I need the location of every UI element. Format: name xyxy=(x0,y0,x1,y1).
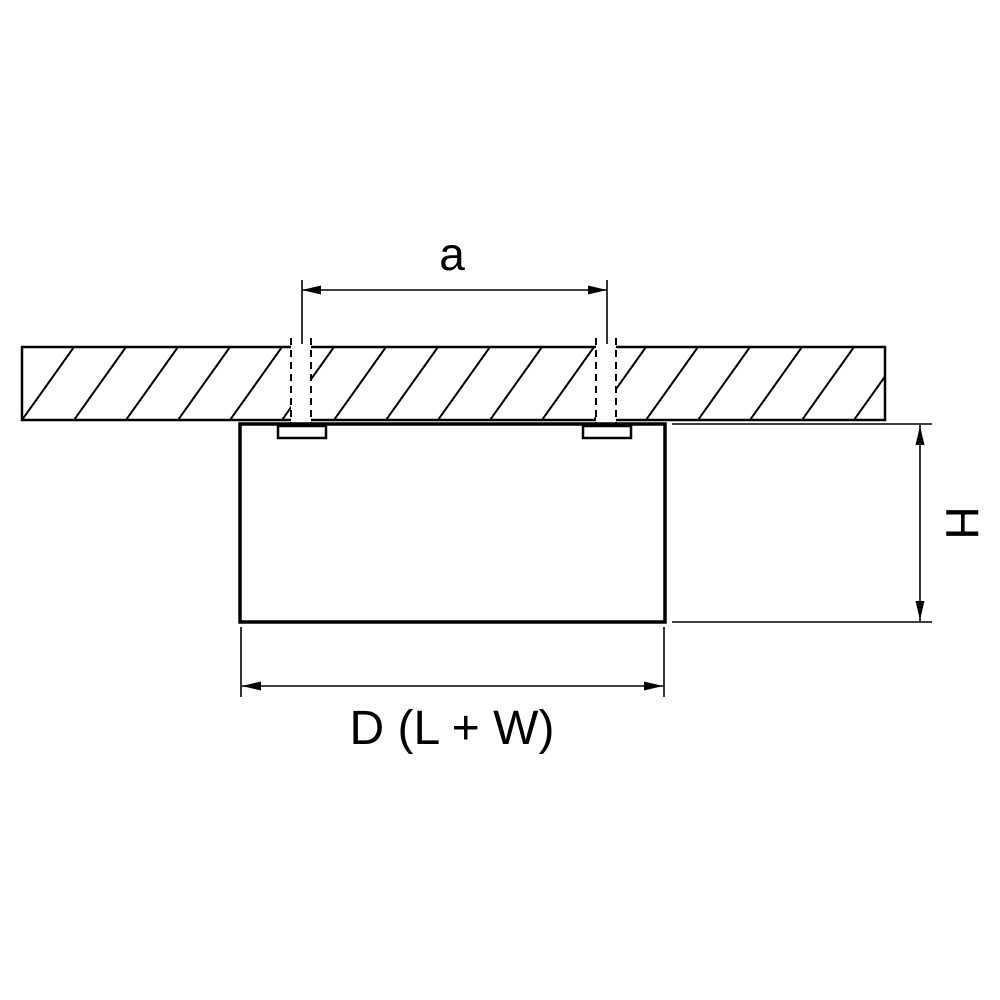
hole-gap xyxy=(291,344,311,425)
hole-gap xyxy=(596,344,616,425)
arrowhead-left xyxy=(242,681,261,691)
arrowhead-right xyxy=(644,681,663,691)
mounting-tab-right xyxy=(581,424,633,440)
fixture-outline xyxy=(238,422,667,624)
dimension-height: H xyxy=(672,423,988,623)
ceiling-slab xyxy=(20,345,887,422)
mounting-tab-left xyxy=(276,424,328,440)
mounting-hole-left xyxy=(290,338,312,432)
mounting-hole-right xyxy=(595,338,617,432)
ceiling-slab-body xyxy=(20,345,887,422)
arrowhead-bottom xyxy=(915,601,925,620)
dimension-hole-spacing: a xyxy=(301,228,608,344)
arrowhead-right xyxy=(588,285,607,295)
arrowhead-left xyxy=(302,285,321,295)
arrowhead-top xyxy=(915,426,925,445)
label-height: H xyxy=(936,506,988,539)
fixture-body xyxy=(238,422,667,624)
dimension-width: D (L + W) xyxy=(240,627,665,755)
label-width: D (L + W) xyxy=(350,702,555,755)
label-hole-spacing: a xyxy=(439,228,465,280)
